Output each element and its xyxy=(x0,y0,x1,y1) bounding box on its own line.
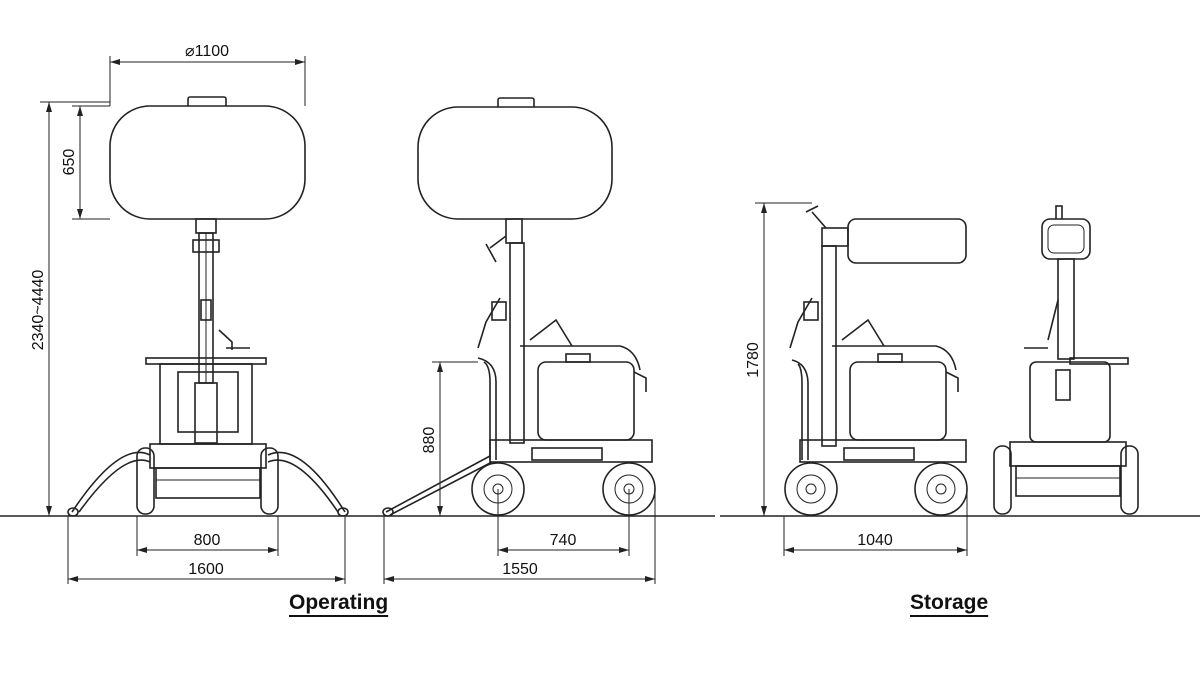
operating-front-view xyxy=(67,96,349,517)
dim-side-length: 1550 xyxy=(383,489,656,584)
dim-arm-height-label: 880 xyxy=(421,427,438,454)
dim-outrigger-span: 1600 xyxy=(67,516,346,584)
dim-head-diameter-label: ⌀1100 xyxy=(185,43,229,60)
operating-side-view xyxy=(382,97,656,517)
dim-head-height-label: 650 xyxy=(61,149,78,176)
dim-side-length-label: 1550 xyxy=(502,561,538,578)
dim-head-diameter: ⌀1100 xyxy=(109,43,306,106)
dim-head-height: 650 xyxy=(61,105,110,220)
dim-wheelbase: 740 xyxy=(497,489,630,556)
dim-outrigger-span-label: 1600 xyxy=(188,561,224,578)
storage-front-view xyxy=(993,205,1139,515)
dim-storage-length-label: 1040 xyxy=(857,532,893,549)
dim-arm-height: 880 xyxy=(421,361,478,516)
dim-storage-length: 1040 xyxy=(783,489,968,556)
dim-storage-height-label: 1780 xyxy=(745,342,762,378)
dim-storage-height: 1780 xyxy=(745,202,812,516)
dim-total-height-label: 2340~4440 xyxy=(30,270,47,351)
storage-side-view xyxy=(784,205,968,516)
storage-caption: Storage xyxy=(910,591,989,614)
dim-wheel-track-label: 800 xyxy=(194,532,221,549)
dim-wheelbase-label: 740 xyxy=(550,532,577,549)
operating-caption: Operating xyxy=(289,591,389,614)
dim-wheel-track: 800 xyxy=(136,516,279,556)
dim-total-height: 2340~4440 xyxy=(30,101,110,516)
